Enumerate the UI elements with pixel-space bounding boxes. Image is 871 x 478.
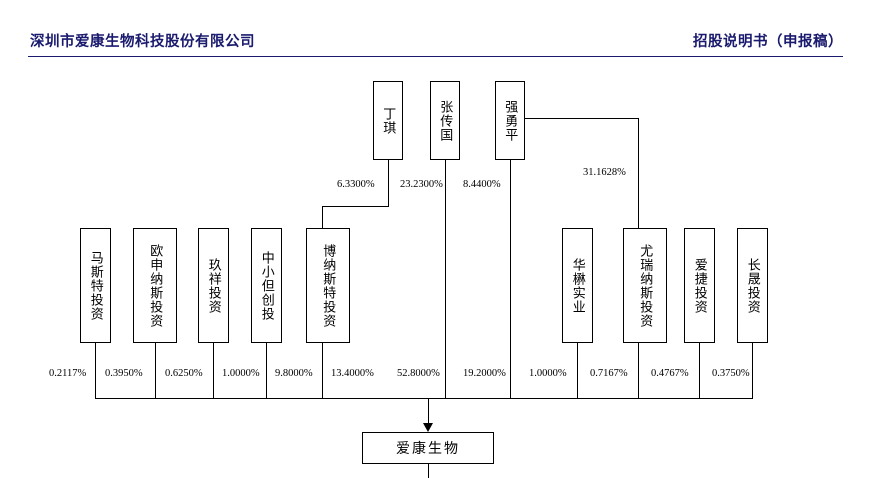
connector-ding-v2 [322,206,323,229]
own-0-3950: 0.3950% [105,368,143,379]
entity-hualin-box: 华楙实业 [562,228,593,343]
entity-aijie-box: 爱捷投资 [684,228,715,343]
connector-zhang-v [445,160,446,398]
top-person-1-label: 丁琪 [381,106,397,135]
connector-qiang-v [510,160,511,398]
drop-oushennasi [155,343,156,398]
company-box: 爱康生物 [362,432,494,464]
header-document-type: 招股说明书（申报稿） [693,34,843,50]
connector-ding-h [322,206,389,207]
entity-oushennasi-box: 欧申纳斯投资 [133,228,177,343]
entity-masite-box: 马斯特投资 [80,228,111,343]
pct-8-44: 8.4400% [463,179,501,190]
drop-bonasite [322,343,323,398]
page-header: 深圳市爱康生物科技股份有限公司 招股说明书（申报稿） [0,0,871,58]
header-divider [28,56,843,57]
top-person-1-box: 丁琪 [373,81,403,160]
company-arrow-icon [423,423,433,432]
entity-zhongxiaodan-box: 中小但创投 [251,228,282,343]
own-52-8000: 52.8000% [397,368,440,379]
company-downstream-line [428,464,429,478]
drop-zhongxiaodan [266,343,267,398]
top-person-2-label: 张传国 [438,99,454,142]
drop-hualin [577,343,578,398]
own-0-4767: 0.4767% [651,368,689,379]
company-feed-line [428,398,429,424]
entity-zhongxiaodan-label: 中小但创投 [259,250,275,321]
own-0-6250: 0.6250% [165,368,203,379]
top-person-3-label: 强勇平 [503,99,519,142]
pct-31-1628: 31.1628% [583,167,626,178]
entity-jiuxiang-box: 玖祥投资 [198,228,229,343]
drop-jiuxiang [213,343,214,398]
own-0-3750: 0.3750% [712,368,750,379]
drop-changsheng [752,343,753,398]
entity-youruinasi-box: 尤瑞纳斯投资 [623,228,667,343]
entity-changsheng-box: 长晟投资 [737,228,768,343]
own-9-8000: 9.8000% [275,368,313,379]
drop-youruinasi [638,343,639,398]
pct-23-23: 23.2300% [400,179,443,190]
entity-youruinasi-label: 尤瑞纳斯投资 [638,243,654,328]
connector-ding-v1 [388,160,389,206]
own-0-2117: 0.2117% [49,368,87,379]
own-0-7167: 0.7167% [590,368,628,379]
connector-qiang-h [525,118,639,119]
pct-6-33: 6.3300% [337,179,375,190]
company-label: 爱康生物 [396,442,460,457]
connector-qiang-v2 [638,118,639,229]
entity-aijie-label: 爱捷投资 [692,257,708,314]
entity-oushennasi-label: 欧申纳斯投资 [148,243,164,328]
drop-masite [95,343,96,398]
own-1-0000-a: 1.0000% [222,368,260,379]
own-19-2000: 19.2000% [463,368,506,379]
entity-bonasite-box: 博纳斯特投资 [306,228,350,343]
entity-masite-label: 马斯特投资 [88,250,104,321]
entity-bonasite-label: 博纳斯特投资 [321,243,337,328]
drop-aijie [699,343,700,398]
entity-hualin-label: 华楙实业 [570,257,586,314]
ownership-bus-line [95,398,753,399]
entity-jiuxiang-label: 玖祥投资 [206,257,222,314]
top-person-2-box: 张传国 [430,81,460,160]
top-person-3-box: 强勇平 [495,81,525,160]
own-13-4000: 13.4000% [331,368,374,379]
header-company-name: 深圳市爱康生物科技股份有限公司 [30,34,255,50]
own-1-0000-b: 1.0000% [529,368,567,379]
entity-changsheng-label: 长晟投资 [745,257,761,314]
